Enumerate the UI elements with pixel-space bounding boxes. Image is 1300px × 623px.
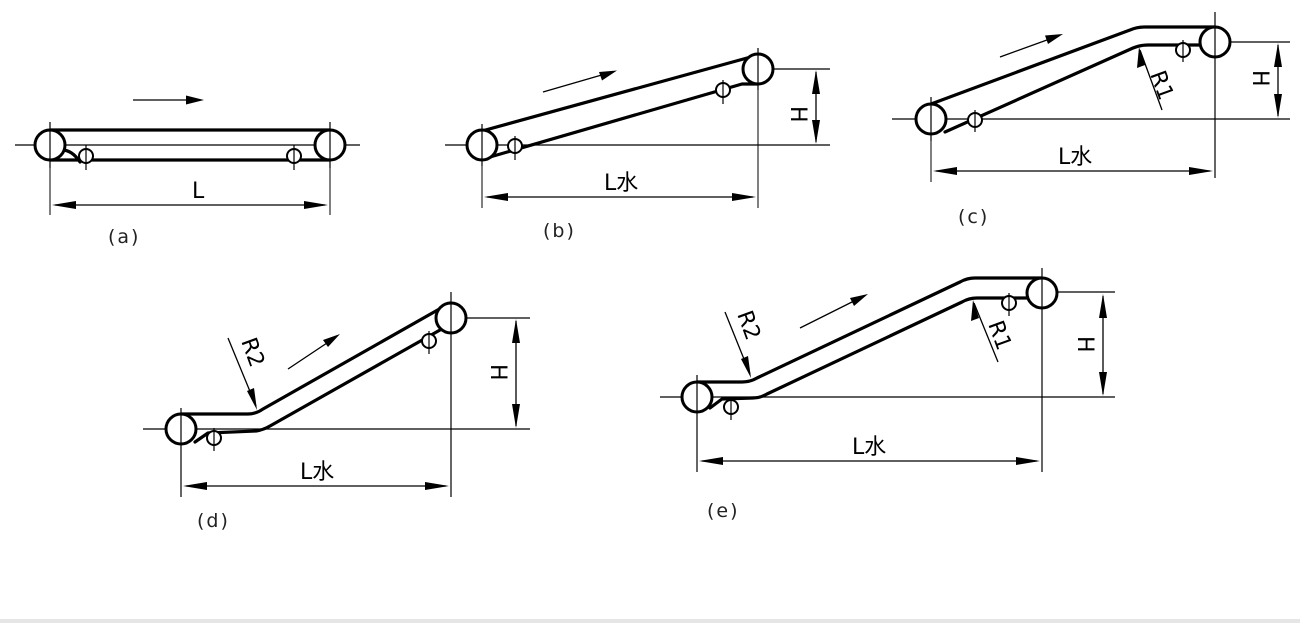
radius-leader (973, 302, 999, 363)
length-label: L水 (1058, 145, 1092, 170)
figure-e: R2 R1 H L水 (e) (660, 268, 1115, 522)
length-label: L水 (852, 435, 886, 460)
conveyor-belt (480, 53, 760, 159)
figure-c: R1 H L水 (c) (892, 12, 1290, 228)
dimension-arrowhead (1099, 372, 1107, 396)
figure-d: R2 H L水 (d) (143, 292, 530, 532)
dimension-arrowhead (52, 201, 76, 209)
radius-leader (1139, 49, 1163, 111)
dimension-arrowhead (1189, 167, 1213, 175)
length-label: L水 (300, 460, 334, 485)
dimension-arrowhead (484, 193, 508, 201)
dimension-arrowhead (304, 201, 328, 209)
dimension-arrowhead (812, 70, 820, 94)
radius-label-r2: R2 (235, 335, 269, 371)
dimension-arrowhead (512, 319, 520, 343)
direction-arrowhead (850, 294, 868, 306)
radius-arrowhead (741, 356, 751, 378)
figure-b: H L水 (b) (445, 48, 830, 242)
figure-caption: (a) (108, 226, 140, 248)
dimension-arrowhead (183, 482, 207, 490)
dimension-arrowhead (1274, 43, 1282, 67)
length-label: L水 (604, 171, 638, 196)
figure-caption: (d) (197, 510, 230, 532)
conveyor-belt (48, 128, 332, 162)
height-label: H (485, 364, 510, 381)
conveyor-belt (179, 301, 452, 444)
dimension-arrowhead (933, 167, 957, 175)
dimension-arrowhead (512, 404, 520, 428)
dimension-arrowhead (812, 120, 820, 144)
dimension-arrowhead (699, 457, 723, 465)
dimension-arrowhead (425, 482, 449, 490)
radius-arrowhead (247, 388, 257, 410)
height-label: H (1072, 336, 1097, 353)
conveyor-belt (695, 276, 1044, 410)
direction-arrowhead (323, 334, 340, 347)
length-label: L (192, 179, 205, 204)
figure-caption: (c) (958, 206, 989, 228)
direction-arrowhead (599, 70, 617, 81)
figure-caption: (b) (543, 220, 576, 242)
dimension-arrowhead (1099, 294, 1107, 318)
radius-arrowhead (971, 300, 979, 321)
height-label: H (1247, 70, 1272, 87)
dimension-arrowhead (1274, 94, 1282, 118)
height-label: H (785, 106, 810, 123)
radius-label-r1: R1 (982, 318, 1016, 354)
conveyor-belt (929, 25, 1217, 134)
radius-label-r1: R1 (1144, 68, 1178, 104)
direction-arrowhead (186, 95, 204, 105)
dimension-arrowhead (1016, 457, 1040, 465)
figure-a: L (a) (15, 95, 360, 248)
direction-arrowhead (1045, 34, 1063, 44)
figure-caption: (e) (707, 500, 740, 522)
bottom-edge-strip (0, 619, 1300, 623)
radius-label-r2: R2 (731, 308, 765, 344)
radius-arrowhead (1137, 47, 1145, 68)
dimension-arrowhead (732, 193, 756, 201)
